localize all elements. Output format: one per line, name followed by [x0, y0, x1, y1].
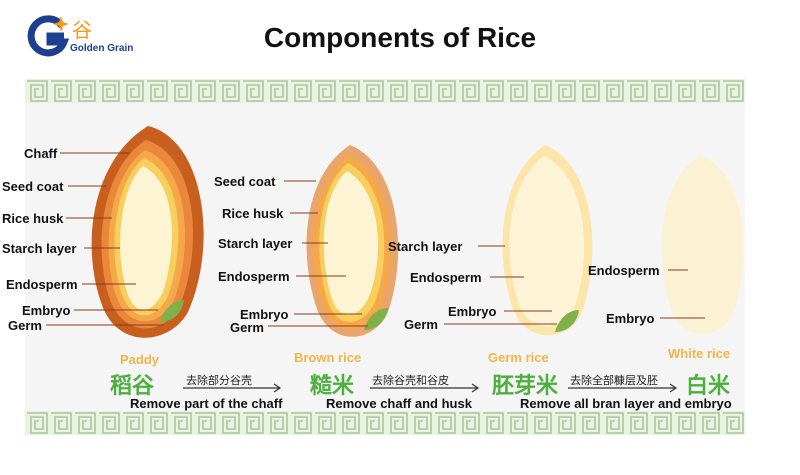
- brown-label-germ: Germ: [230, 320, 264, 335]
- paddy-label-rice-husk: Rice husk: [2, 211, 64, 226]
- germ-rice-label-embryo: Embryo: [448, 304, 497, 319]
- step-1-description: Remove part of the chaff: [130, 396, 283, 411]
- paddy-label-starch-layer: Starch layer: [2, 241, 77, 256]
- stage-brown-rice-chinese: 糙米: [310, 374, 355, 399]
- paddy-grain: [91, 126, 204, 338]
- germ-rice-grain: [502, 145, 593, 336]
- brown-label-rice-husk: Rice husk: [222, 206, 284, 221]
- logo-brand-name: Golden Grain: [70, 43, 134, 54]
- page-title: Components of Rice: [263, 22, 537, 53]
- label-leader-lines: [46, 152, 705, 327]
- germ-rice-label-starch-layer: Starch layer: [388, 239, 463, 254]
- stage-germ-rice-chinese: 胚芽米: [492, 374, 559, 399]
- step-3-chinese: 去除全部糠层及胚: [570, 374, 658, 387]
- brown-label-endosperm: Endosperm: [218, 269, 290, 284]
- step-2-description: Remove chaff and husk: [326, 396, 472, 411]
- stage-brown-rice-name: Brown rice: [294, 350, 362, 365]
- step-3-description: Remove all bran layer and embryo: [520, 396, 732, 411]
- paddy-label-embryo: Embryo: [22, 303, 71, 318]
- white-rice-label-embryo: Embryo: [606, 311, 655, 326]
- process-arrows: [183, 383, 678, 393]
- decorative-border-top: [25, 79, 745, 103]
- germ-rice-label-endosperm: Endosperm: [410, 270, 482, 285]
- paddy-label-germ: Germ: [8, 318, 42, 333]
- logo-chinese-text: 谷: [72, 18, 92, 42]
- brown-rice-grain: [306, 145, 399, 337]
- step-2-chinese: 去除谷壳和谷皮: [372, 374, 449, 387]
- stage-paddy-name: Paddy: [120, 352, 160, 367]
- paddy-label-chaff: Chaff: [24, 146, 58, 161]
- stage-white-rice-chinese: 白米: [686, 374, 731, 399]
- white-rice-label-endosperm: Endosperm: [588, 263, 660, 278]
- white-rice-grain: [661, 156, 744, 334]
- logo-mark-icon: [27, 15, 70, 57]
- stage-white-rice-name: White rice: [668, 346, 731, 361]
- brown-label-starch-layer: Starch layer: [218, 236, 293, 251]
- stage-germ-rice-name: Germ rice: [488, 350, 549, 365]
- germ-rice-label-germ: Germ: [404, 317, 438, 332]
- paddy-label-seed-coat: Seed coat: [2, 179, 64, 194]
- brown-label-seed-coat: Seed coat: [214, 174, 276, 189]
- paddy-label-endosperm: Endosperm: [6, 277, 78, 292]
- decorative-border-bottom: [25, 411, 745, 435]
- brown-label-embryo: Embryo: [240, 307, 289, 322]
- step-1-chinese: 去除部分谷壳: [186, 374, 252, 387]
- stage-paddy-chinese: 稻谷: [110, 374, 155, 399]
